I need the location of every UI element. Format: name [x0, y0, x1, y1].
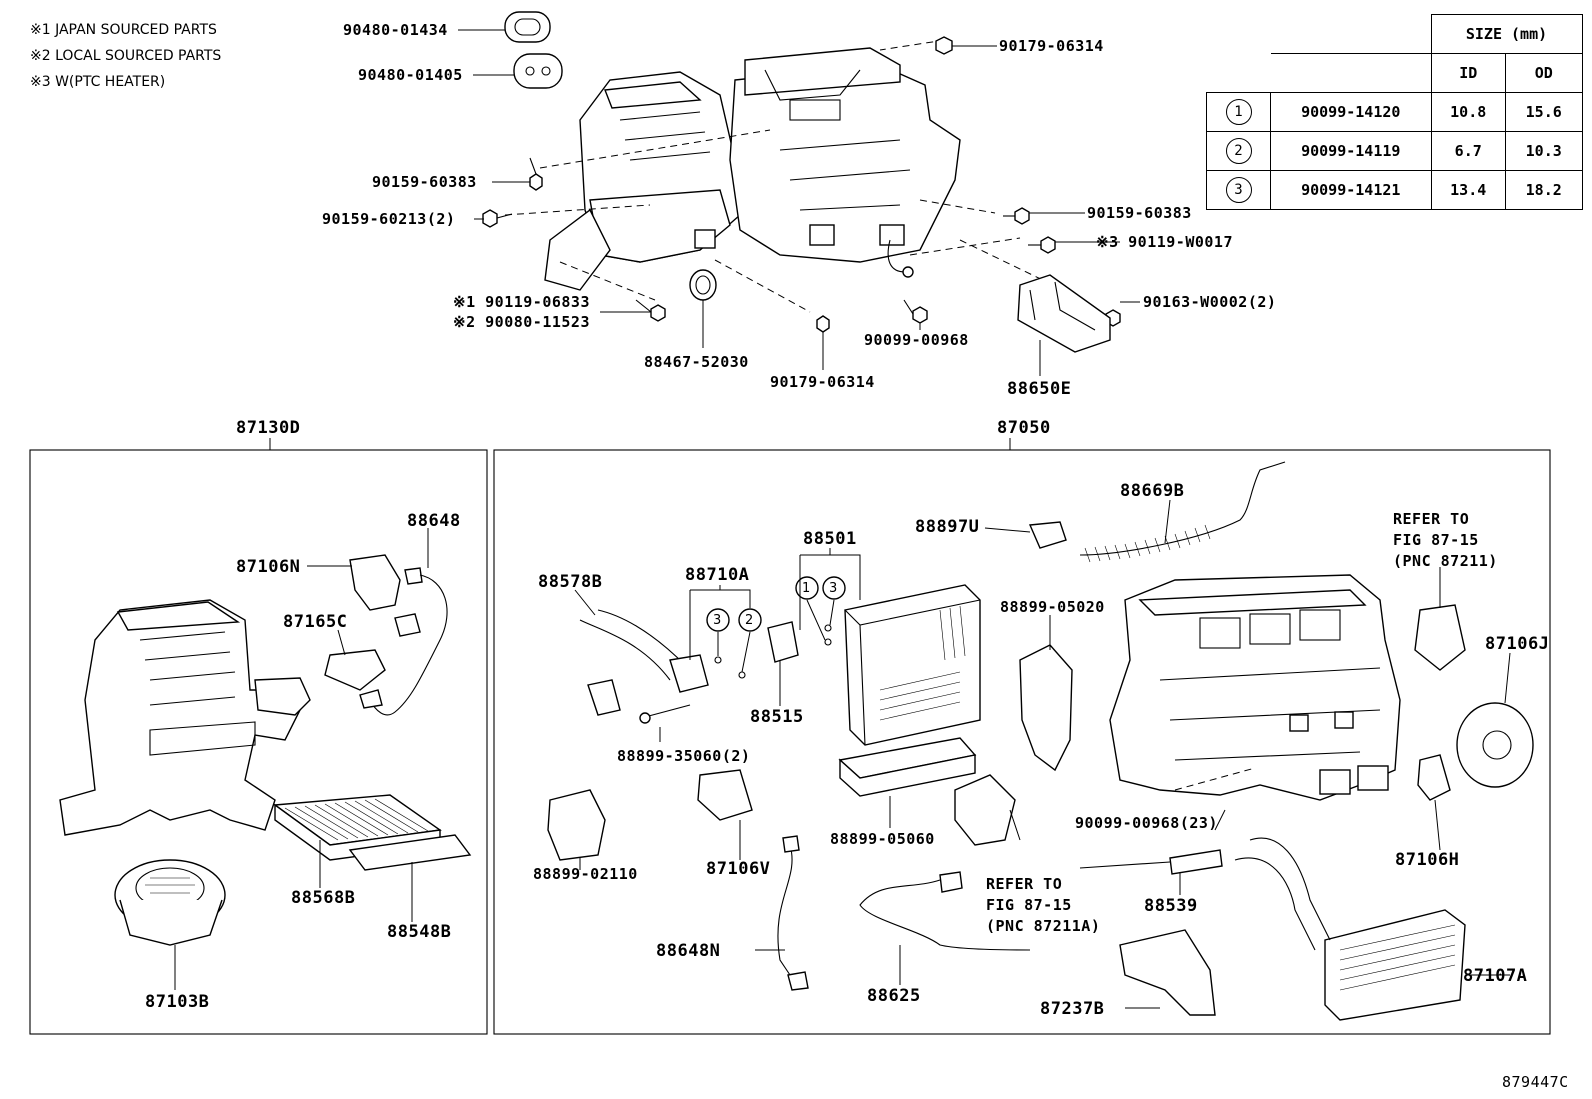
part-label[interactable]: 88515	[750, 707, 804, 727]
part-label[interactable]: 90480-01434	[343, 21, 448, 39]
note-japan-sourced: ※1 JAPAN SOURCED PARTS	[30, 22, 217, 38]
hvac-assembly-drawing	[482, 11, 1121, 353]
part-number: 90099-14120	[1270, 92, 1432, 132]
part-label[interactable]: ※3 90119-W0017	[1096, 233, 1233, 251]
blower-group-frame	[29, 449, 488, 1035]
hose-size-table: SIZE (mm) ID OD 1 90099-14120 10.8 15.6 …	[1206, 14, 1583, 210]
size-header: SIZE (mm)	[1430, 14, 1583, 54]
part-label[interactable]: 88710A	[685, 565, 750, 585]
part-label[interactable]: 87106V	[706, 859, 771, 879]
heater-unit-drawing	[547, 461, 1534, 1021]
refer-note-line[interactable]: FIG 87-15	[986, 896, 1072, 914]
mark-1: 1	[1225, 99, 1252, 125]
refer-note-line[interactable]: (PNC 87211)	[1393, 552, 1498, 570]
part-label[interactable]: 88650E	[1007, 379, 1072, 399]
ring-mark: 3	[713, 613, 722, 628]
part-label[interactable]: 88648N	[656, 941, 721, 961]
part-label[interactable]: 90099-00968(23)	[1075, 814, 1218, 832]
part-label[interactable]: 88897U	[915, 517, 980, 537]
part-label[interactable]: 87106N	[236, 557, 301, 577]
part-label[interactable]: 87103B	[145, 992, 210, 1012]
part-label[interactable]: 88568B	[291, 888, 356, 908]
part-label[interactable]: 90480-01405	[358, 66, 463, 84]
od-header: OD	[1504, 53, 1583, 93]
id-header: ID	[1430, 53, 1506, 93]
part-label[interactable]: 88648	[407, 511, 461, 531]
part-label[interactable]: 88669B	[1120, 481, 1185, 501]
ring-mark: 1	[802, 581, 811, 596]
id-value: 10.8	[1430, 92, 1506, 132]
part-label[interactable]: 88899-05060	[830, 830, 935, 848]
part-label[interactable]: 90179-06314	[999, 37, 1104, 55]
part-label[interactable]: 90159-60383	[372, 173, 477, 191]
table-row: 2 90099-14119 6.7 10.3	[1206, 131, 1583, 171]
part-number: 90099-14121	[1270, 170, 1432, 210]
group-title[interactable]: 87050	[997, 418, 1051, 438]
part-label[interactable]: 90179-06314	[770, 373, 875, 391]
part-label[interactable]: 87107A	[1463, 966, 1528, 986]
part-label[interactable]: 90099-00968	[864, 331, 969, 349]
part-label[interactable]: 87106H	[1395, 850, 1460, 870]
part-label[interactable]: 88899-35060(2)	[617, 747, 751, 765]
refer-note-line[interactable]: (PNC 87211A)	[986, 917, 1101, 935]
note-local-sourced: ※2 LOCAL SOURCED PARTS	[30, 48, 222, 64]
od-value: 10.3	[1504, 131, 1583, 171]
note-ptc-heater: ※3 W(PTC HEATER)	[30, 74, 166, 90]
ring-mark: 3	[829, 581, 838, 596]
part-label[interactable]: 88578B	[538, 572, 603, 592]
od-value: 18.2	[1504, 170, 1583, 210]
part-label[interactable]: 88539	[1144, 896, 1198, 916]
part-label[interactable]: 88548B	[387, 922, 452, 942]
part-label[interactable]: 90159-60213(2)	[322, 210, 456, 228]
part-label[interactable]: 88501	[803, 529, 857, 549]
group-title[interactable]: 87130D	[236, 418, 301, 438]
right-leader-lines	[574, 499, 1511, 1009]
part-label[interactable]: 87106J	[1485, 634, 1550, 654]
mark-3: 3	[1225, 177, 1252, 203]
part-label[interactable]: 90159-60383	[1087, 204, 1192, 222]
part-label[interactable]: 88625	[867, 986, 921, 1006]
figure-id: 879447C	[1502, 1073, 1569, 1091]
part-label[interactable]: 87165C	[283, 612, 348, 632]
part-label[interactable]: 88899-02110	[533, 865, 638, 883]
top-leader-lines	[458, 29, 1140, 376]
id-value: 13.4	[1430, 170, 1506, 210]
part-label[interactable]: 90163-W0002(2)	[1143, 293, 1277, 311]
refer-note-line[interactable]: FIG 87-15	[1393, 531, 1479, 549]
part-label[interactable]: 87237B	[1040, 999, 1105, 1019]
left-leader-lines	[174, 528, 429, 990]
part-label[interactable]: ※2 90080-11523	[453, 313, 590, 331]
table-row: 3 90099-14121 13.4 18.2	[1206, 170, 1583, 210]
ring-size-marks	[689, 548, 861, 673]
ring-mark: 2	[745, 613, 754, 628]
part-number: 90099-14119	[1270, 131, 1432, 171]
refer-note-line[interactable]: REFER TO	[1393, 510, 1470, 528]
part-label[interactable]: 88467-52030	[644, 353, 749, 371]
blower-unit-drawing	[59, 554, 472, 946]
id-value: 6.7	[1430, 131, 1506, 171]
od-value: 15.6	[1504, 92, 1583, 132]
heater-group-frame	[493, 449, 1551, 1035]
part-label[interactable]: 88899-05020	[1000, 598, 1105, 616]
mark-2: 2	[1225, 138, 1252, 164]
refer-note-line[interactable]: REFER TO	[986, 875, 1063, 893]
part-label[interactable]: ※1 90119-06833	[453, 293, 590, 311]
table-row: 1 90099-14120 10.8 15.6	[1206, 92, 1583, 132]
